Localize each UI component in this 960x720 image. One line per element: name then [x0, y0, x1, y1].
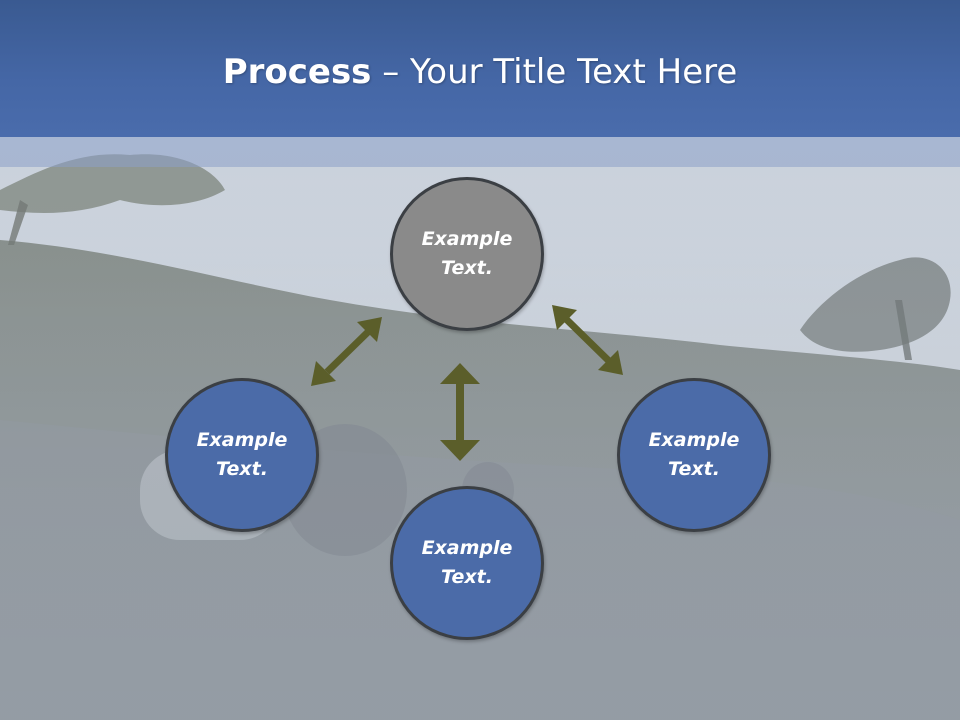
double-arrow-vertical	[440, 363, 480, 461]
slide-title-rest: – Your Title Text Here	[371, 52, 738, 92]
double-arrow-right	[552, 305, 623, 375]
title-bar	[0, 0, 960, 137]
bottom-node-circle: Example Text.	[390, 486, 544, 640]
center-node-text: Example Text.	[421, 228, 513, 279]
left-node-text: Example Text.	[196, 429, 288, 480]
bottom-node-text: Example Text.	[421, 537, 513, 588]
right-node-text: Example Text.	[648, 429, 740, 480]
title-sub-band	[0, 137, 960, 167]
right-node-circle: Example Text.	[617, 378, 771, 532]
double-arrow-left	[311, 317, 382, 386]
center-node-circle: Example Text.	[390, 177, 544, 331]
slide-title-bold: Process	[222, 52, 372, 92]
slide-title: Process – Your Title Text Here	[0, 52, 960, 92]
left-node-circle: Example Text.	[165, 378, 319, 532]
